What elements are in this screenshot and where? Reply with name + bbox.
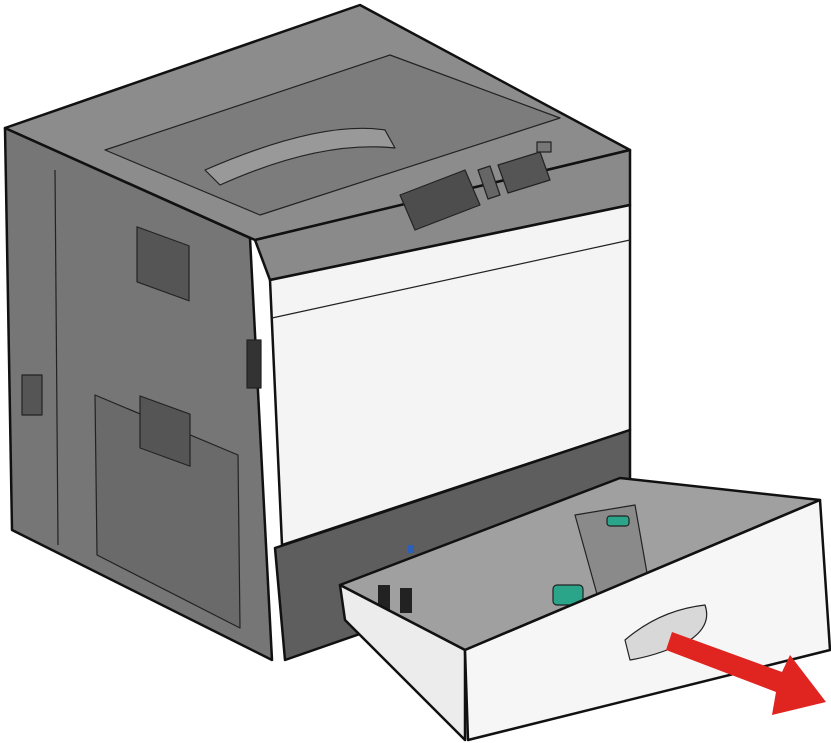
- control-panel-display: [399, 169, 481, 231]
- side-handle-lower: [139, 395, 191, 467]
- tray-blue-marker: [408, 545, 414, 553]
- tray-handle[interactable]: [624, 604, 708, 661]
- length-guide-handle: [552, 584, 584, 606]
- tray-black-tab-2: [400, 588, 412, 613]
- paper-stop: [204, 127, 396, 186]
- keypad: [477, 141, 552, 200]
- width-guide-handle: [606, 515, 630, 527]
- tray-side-wall: [338, 583, 467, 742]
- side-seam: [54, 169, 59, 546]
- front-door-seam: [271, 239, 631, 319]
- tray-black-tab-1: [378, 585, 390, 610]
- side-handle-upper: [136, 226, 190, 302]
- side-latch: [21, 374, 43, 416]
- tray-front[interactable]: [463, 498, 831, 742]
- side-slot: [246, 339, 262, 389]
- pull-arrow-icon: [666, 632, 826, 715]
